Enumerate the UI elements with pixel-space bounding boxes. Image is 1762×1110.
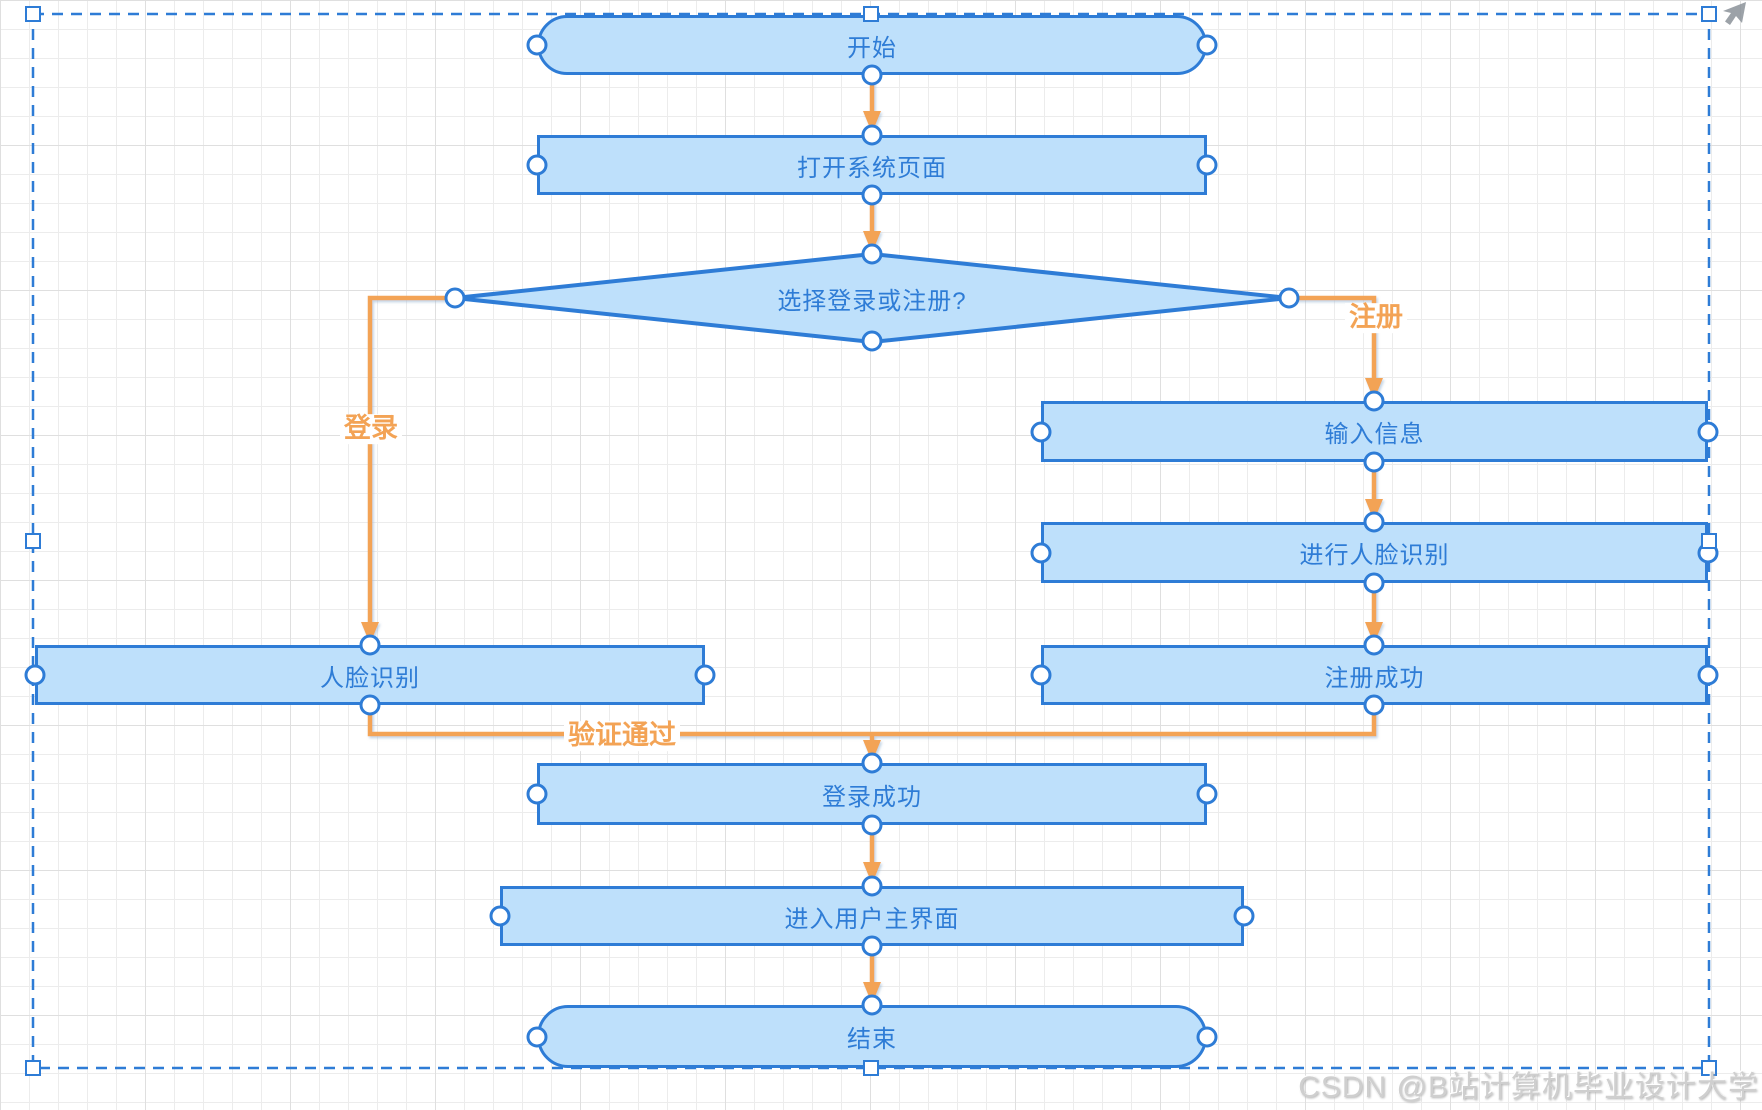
node-input-info[interactable]: 输入信息 (1041, 401, 1708, 462)
selection-handle-bottom-right[interactable] (1701, 1060, 1717, 1076)
edge-label-verify-pass[interactable]: 验证通过 (564, 720, 680, 751)
selection-handle-middle-right[interactable] (1701, 533, 1717, 549)
node-do-face-recognition[interactable]: 进行人脸识别 (1041, 522, 1708, 583)
selection-handle-top-left[interactable] (25, 6, 41, 22)
edge-label-login[interactable]: 登录 (340, 413, 402, 444)
selection-handle-top-right[interactable] (1701, 6, 1717, 22)
selection-handle-middle-left[interactable] (25, 533, 41, 549)
node-decision-label[interactable]: 选择登录或注册? (777, 287, 967, 315)
mouse-cursor-icon (1723, 2, 1746, 25)
watermark: CSDN @B站计算机毕业设计大学 (1298, 1071, 1759, 1104)
edge-label-register[interactable]: 注册 (1345, 302, 1407, 333)
node-login-success[interactable]: 登录成功 (537, 763, 1207, 825)
edge-merge-line[interactable] (367, 705, 1377, 737)
node-face-recognition[interactable]: 人脸识别 (35, 645, 705, 705)
node-open-page[interactable]: 打开系统页面 (537, 135, 1207, 195)
node-start[interactable]: 开始 (537, 15, 1207, 75)
selection-handle-top-center[interactable] (863, 6, 879, 22)
node-end[interactable]: 结束 (537, 1005, 1207, 1068)
selection-handle-bottom-center[interactable] (863, 1060, 879, 1076)
node-enter-main-ui[interactable]: 进入用户主界面 (500, 886, 1244, 946)
selection-handle-bottom-left[interactable] (25, 1060, 41, 1076)
node-register-success[interactable]: 注册成功 (1041, 645, 1708, 705)
edge-decision-to-face-recognition[interactable] (367, 295, 455, 623)
